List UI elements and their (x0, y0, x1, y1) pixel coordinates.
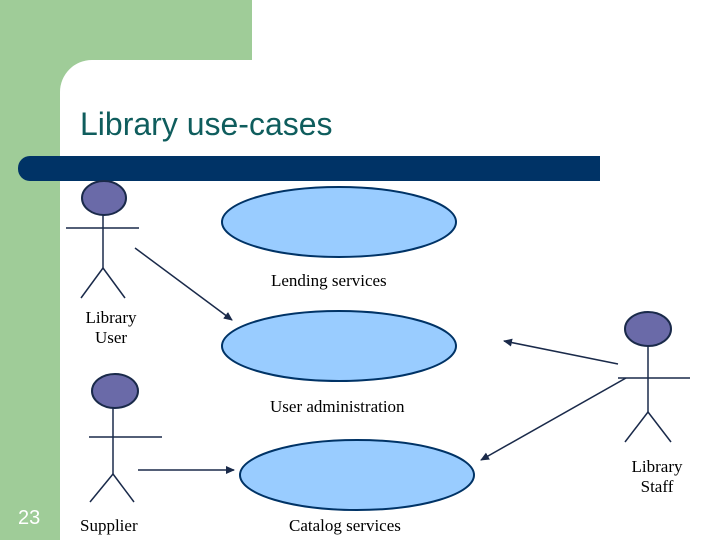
use-case-user-admin-label: User administration (270, 397, 405, 416)
slide-number: 23 (18, 507, 41, 529)
actor-library-staff-label: Library Staff (625, 457, 689, 497)
actor-library-staff-label-line1: Library (631, 457, 683, 476)
use-case-catalog-label: Catalog services (289, 516, 401, 535)
actor-library-user-label: Library User (80, 308, 142, 348)
actor-supplier-figure (89, 373, 162, 503)
arrow-staff-to-user-admin (503, 338, 619, 365)
actor-library-user-label-line1: Library (85, 308, 137, 327)
use-case-lending-ellipse (221, 186, 457, 258)
actor-library-user-label-line2: User (94, 328, 128, 347)
arrow-staff-to-catalog (480, 377, 627, 461)
actor-library-staff-label-line2: Staff (640, 477, 674, 496)
use-case-user-admin-ellipse (221, 310, 457, 382)
title-underline-bar (18, 156, 600, 181)
actor-supplier-label: Supplier (80, 516, 138, 535)
actor-library-user-figure (66, 180, 139, 299)
arrow-user-to-user-admin (134, 247, 233, 321)
use-case-lending-label: Lending services (271, 271, 387, 290)
actor-library-staff-figure (618, 311, 690, 443)
use-case-catalog-ellipse (239, 439, 475, 511)
page-title: Library use-cases (80, 106, 333, 142)
